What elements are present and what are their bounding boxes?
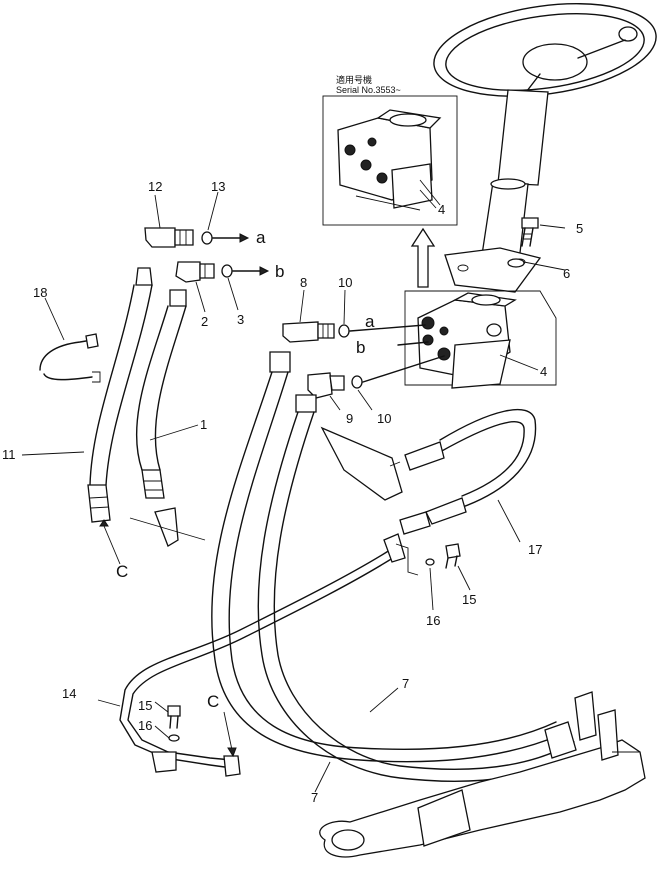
mount-bracket xyxy=(320,426,403,501)
callout-9: 9 xyxy=(346,411,353,426)
inset-heading-jp: 適用号機 xyxy=(336,74,372,85)
elbow-fitting-part-8 xyxy=(282,321,335,343)
hose-part-11 xyxy=(87,267,153,523)
callout-4-main: 4 xyxy=(540,364,547,379)
callout-2: 2 xyxy=(201,314,208,329)
callout-12: 12 xyxy=(148,179,162,194)
callout-7-lower: 7 xyxy=(311,790,318,805)
reference-arrow xyxy=(410,227,436,288)
hose-part-1 xyxy=(135,289,187,499)
o-ring-part-13 xyxy=(201,231,213,245)
connection-b-left: b xyxy=(275,262,284,281)
frame-clip xyxy=(129,507,206,547)
inset-box xyxy=(322,95,458,226)
tube-part-14 xyxy=(119,533,419,777)
callout-3: 3 xyxy=(237,312,244,327)
callout-7-upper: 7 xyxy=(402,676,409,691)
hose-part-7 xyxy=(211,351,579,783)
bolt-part-15-lower xyxy=(167,705,181,729)
bolt-part-5 xyxy=(521,217,539,247)
connection-c-lower: C xyxy=(207,692,219,711)
washer-part-16-lower xyxy=(168,734,180,742)
elbow-fitting-part-2 xyxy=(175,261,215,283)
elbow-fitting-part-12 xyxy=(144,227,194,248)
callout-15-left: 15 xyxy=(138,698,152,713)
bolt-part-15-upper xyxy=(445,543,461,569)
callout-5: 5 xyxy=(576,221,583,236)
connection-a-right: a xyxy=(365,312,375,331)
callout-15-right: 15 xyxy=(462,592,476,607)
port-connection-lines xyxy=(212,233,445,383)
callout-16-right: 16 xyxy=(426,613,440,628)
washer-part-16-upper xyxy=(425,558,435,566)
callout-6: 6 xyxy=(563,266,570,281)
callout-14: 14 xyxy=(62,686,76,701)
o-ring-part-3 xyxy=(221,264,233,278)
connection-b-right: b xyxy=(356,338,365,357)
inset-heading-serial: Serial No.3553~ xyxy=(336,85,401,95)
connection-c-left: C xyxy=(116,562,128,581)
callout-1: 1 xyxy=(200,417,207,432)
orbitrol-valve-part-4 xyxy=(404,290,557,389)
steering-cylinder xyxy=(319,691,646,858)
leader-lines xyxy=(21,179,566,793)
callout-17: 17 xyxy=(528,542,542,557)
callout-10-lower: 10 xyxy=(377,411,391,426)
callout-8: 8 xyxy=(300,275,307,290)
callout-11: 11 xyxy=(2,447,16,462)
callout-18: 18 xyxy=(33,285,47,300)
elbow-fitting-part-9 xyxy=(307,372,345,399)
callout-10-upper: 10 xyxy=(338,275,352,290)
steering-wheel xyxy=(433,3,657,101)
washer-part-6 xyxy=(507,258,525,268)
hose-part-17 xyxy=(399,408,537,535)
connection-a-left: a xyxy=(256,228,266,247)
tube-part-18 xyxy=(39,333,101,383)
callout-13: 13 xyxy=(211,179,225,194)
steering-column xyxy=(444,89,549,293)
callout-4-inset: 4 xyxy=(438,202,445,217)
callout-16-left: 16 xyxy=(138,718,152,733)
o-ring-part-10-upper xyxy=(338,324,350,338)
o-ring-part-10-lower xyxy=(351,375,363,389)
